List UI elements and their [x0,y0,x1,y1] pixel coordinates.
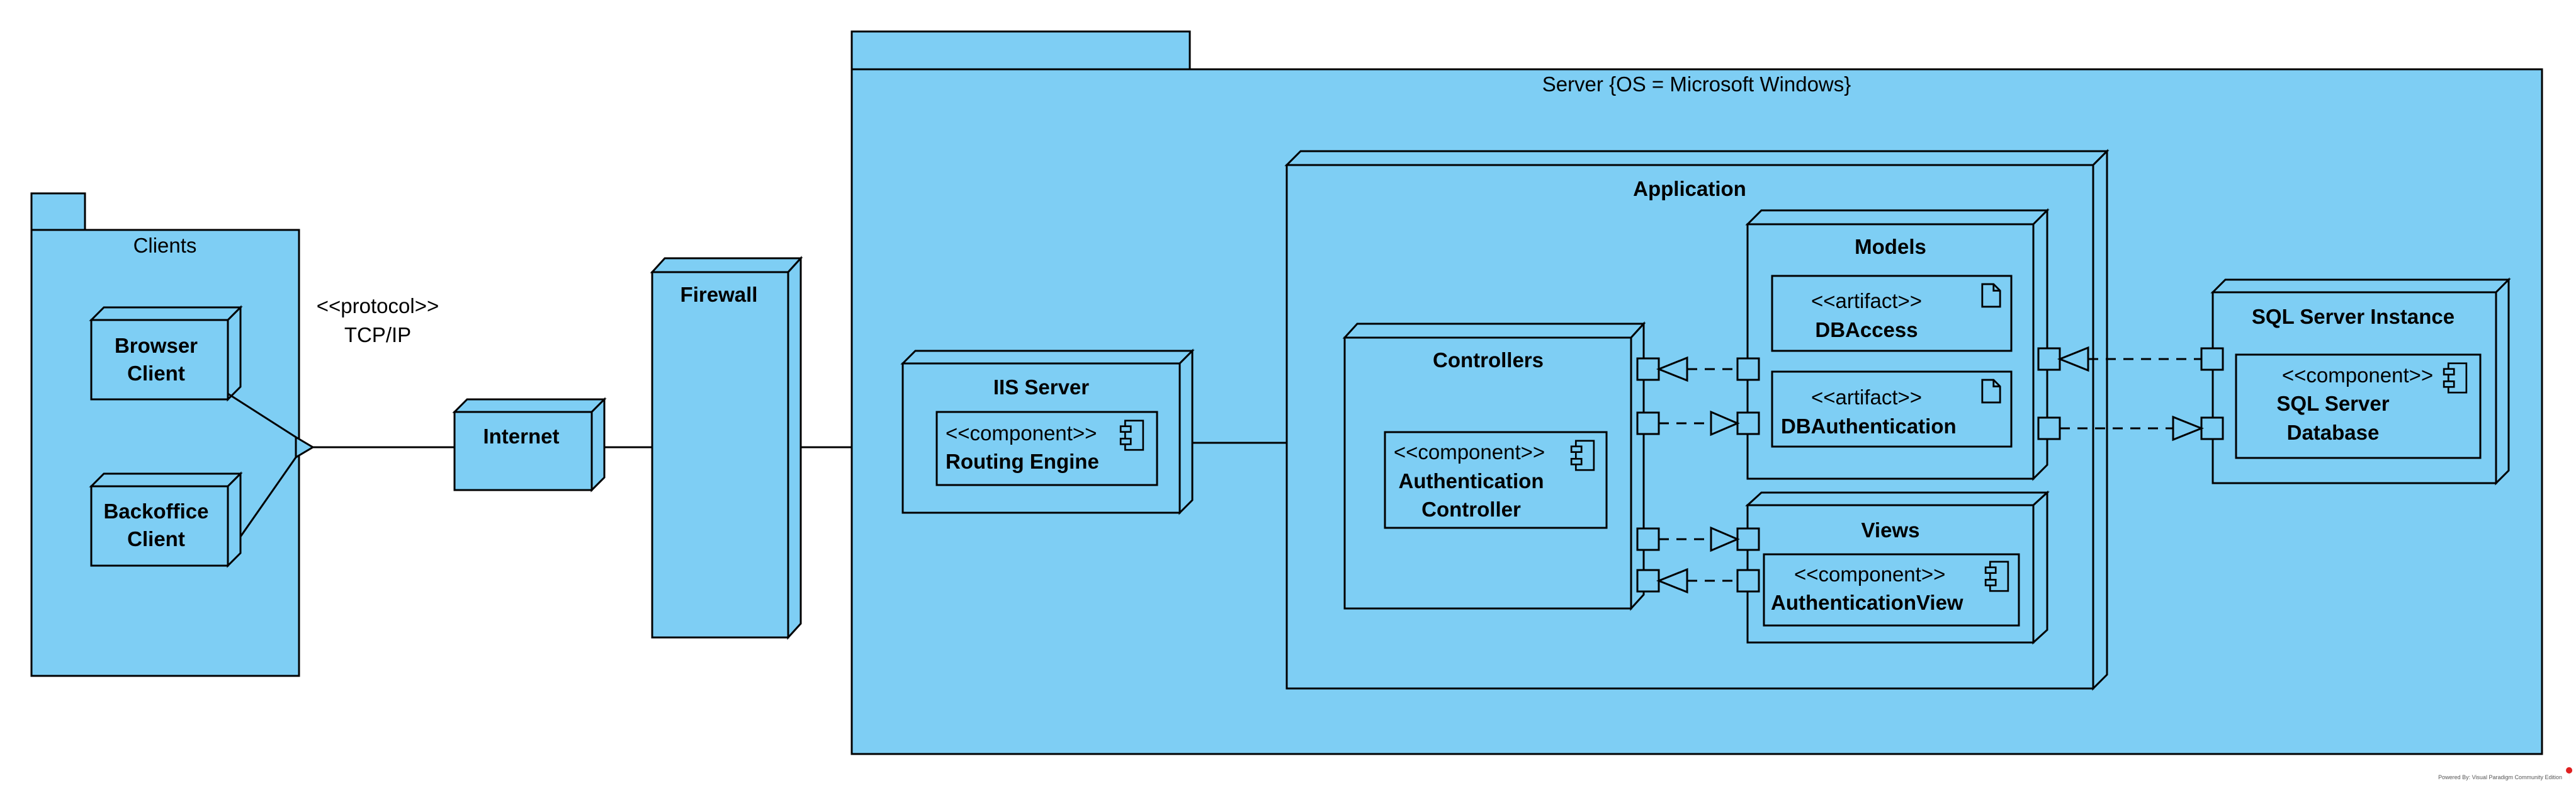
models-port-right-1[interactable] [2037,347,2061,371]
artifact-icon [1981,283,2001,308]
auth-view-stereotype: <<component>> [1794,562,1945,586]
backoffice-client-label-2: Client [127,527,185,551]
watermark-logo-icon [2566,767,2573,781]
clients-package-tab [30,192,86,231]
dbaccess-stereotype: <<artifact>> [1811,289,1922,312]
auth-view-name: AuthenticationView [1771,591,1963,614]
server-title: Server {OS = Microsoft Windows} [1542,72,1851,96]
controllers-port-3[interactable] [1636,527,1660,551]
backoffice-branch-line [239,457,297,537]
views-port-left-2[interactable] [1736,569,1760,593]
backoffice-client-label-1: Backoffice [104,500,209,523]
auth-controller-stereotype: <<component>> [1394,440,1545,464]
controllers-port-2[interactable] [1636,411,1660,435]
firewall-title: Firewall [681,283,758,306]
artifact-icon [1981,379,2001,404]
dbauthentication-stereotype: <<artifact>> [1811,385,1922,409]
browser-client-label-1: Browser [115,334,198,357]
dbauthentication-name: DBAuthentication [1781,414,1957,438]
arrowhead-left [1656,568,1688,594]
sql-database-name-2: Database [2287,421,2380,444]
arrowhead-right [1710,410,1740,437]
clients-title: Clients [133,234,197,257]
models-title: Models [1855,235,1926,258]
controllers-title: Controllers [1433,348,1544,372]
controllers-port-1[interactable] [1636,357,1660,381]
routing-engine-stereotype: <<component>> [946,421,1097,445]
backoffice-client-node[interactable]: Backoffice Client [89,471,243,568]
application-title: Application [1633,177,1746,200]
auth-controller-name-2: Controller [1421,498,1521,521]
sql-database-name-1: SQL Server [2276,392,2389,415]
watermark-text: Powered By: Visual Paradigm Community Ed… [2438,774,2562,780]
protocol-stereotype: <<protocol>> [317,294,439,317]
arrowhead-right [1710,526,1740,552]
protocol-label: TCP/IP [344,323,411,346]
auth-controller-name-1: Authentication [1399,469,1544,493]
browser-branch-line [227,392,297,438]
arrowhead-left [1656,356,1688,382]
sql-database-stereotype: <<component>> [2282,363,2433,387]
models-port-right-2[interactable] [2037,416,2061,440]
browser-client-node[interactable]: Browser Client [89,305,243,402]
sql-port-left-1[interactable] [2200,347,2224,371]
internet-title: Internet [483,425,559,448]
clients-package-body [30,229,300,677]
models-port-left-2[interactable] [1736,411,1760,435]
browser-client-label-2: Client [127,362,185,385]
iis-server-title: IIS Server [993,375,1089,399]
generalization-arrowhead [295,435,315,459]
dbauthentication-artifact[interactable]: <<artifact>> DBAuthentication [1771,370,2013,448]
firewall-node[interactable]: Firewall [650,256,803,640]
controllers-port-4[interactable] [1636,569,1660,593]
dbaccess-name: DBAccess [1815,318,1918,341]
routing-engine-component[interactable]: <<component>> Routing Engine [935,411,1158,486]
views-port-left-1[interactable] [1736,527,1760,551]
server-package-tab [850,30,1191,71]
authentication-controller-component[interactable]: <<component>> Authentication Controller [1384,431,1608,529]
routing-engine-name: Routing Engine [946,450,1099,473]
models-port-left-1[interactable] [1736,357,1760,381]
sql-instance-title: SQL Server Instance [2252,305,2455,328]
arrowhead-left [2057,346,2089,372]
arrowhead-right [2172,415,2205,442]
authentication-view-component[interactable]: <<component>> AuthenticationView [1763,553,2020,627]
clients-internet-connector[interactable] [227,392,455,537]
sql-port-left-2[interactable] [2200,416,2224,440]
views-title: Views [1861,518,1920,542]
internet-node[interactable]: Internet [452,397,607,493]
clients-package[interactable]: Clients [30,192,300,677]
sql-server-database-component[interactable]: <<component>> SQL Server Database [2235,353,2482,459]
dbaccess-artifact[interactable]: <<artifact>> DBAccess [1771,275,2013,352]
